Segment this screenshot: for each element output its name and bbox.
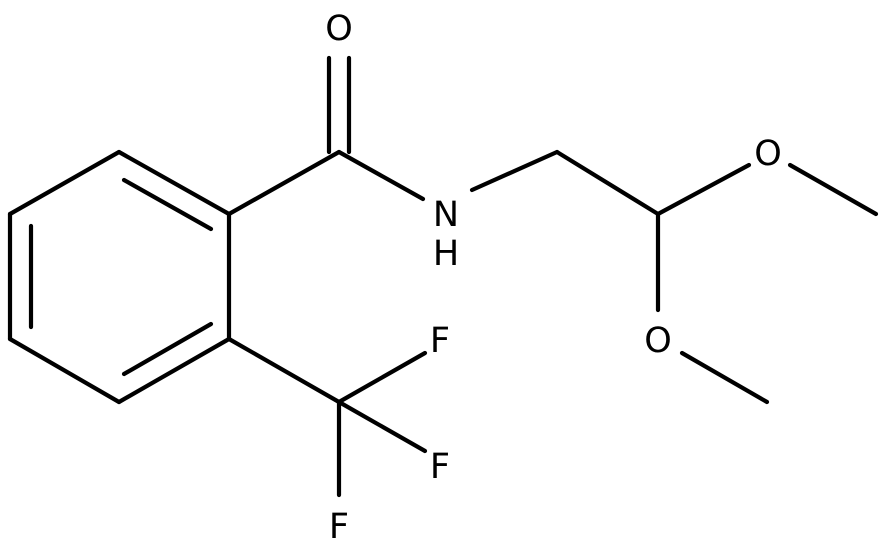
nitrogen-to-methylene-bond [469,149,560,193]
amide-nitrogen-label: N [433,195,459,235]
ring-bond-top [116,149,232,217]
ring-bond-upper-left [7,149,122,217]
ring-bond-bottom-inner [121,321,214,377]
upper-methoxy-oxygen-label: O [754,134,782,174]
middle-fluorine-label: F [430,447,450,487]
upper-fluorine-label: F [430,321,450,361]
atom-labels: O N H O O F F F [325,9,782,547]
ring-bond-bottom [116,336,232,405]
lower-methoxy-oxygen-label: O [644,321,672,361]
ring-to-cf3-bond [226,336,342,405]
methylene-to-acetal-bond [554,149,661,217]
upper-oxygen-to-methyl-bond [787,162,879,217]
amide-group [226,55,426,217]
carbonyl-to-nitrogen-bond [336,149,426,202]
dimethoxyethyl-chain [469,149,879,405]
trifluoromethyl-group [226,336,428,498]
ring-to-carbonyl-bond [226,149,342,217]
carbonyl-oxygen-label: O [325,9,353,49]
benzene-ring [7,149,232,405]
cf3-to-upper-fluorine-bond [336,350,428,405]
lower-fluorine-label: F [329,507,349,547]
cf3-to-middle-fluorine-bond [336,399,428,454]
ring-bond-lower-left [7,336,122,405]
ring-bond-top-inner [121,177,214,232]
lower-oxygen-to-methyl-bond [679,350,770,405]
acetal-to-upper-oxygen-bond [655,162,752,217]
amide-hydrogen-label: H [433,234,459,274]
